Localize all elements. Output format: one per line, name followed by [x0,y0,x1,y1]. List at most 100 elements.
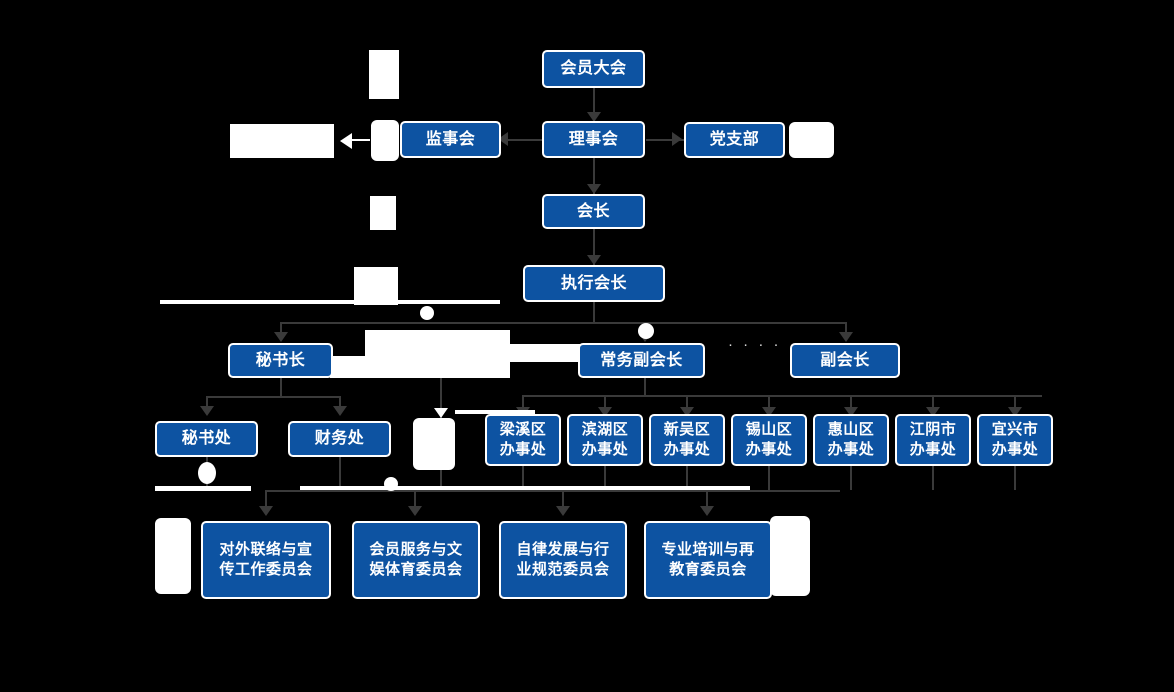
arrow-n7-n10 [200,406,214,416]
arrow-bus-n13 [598,407,612,417]
arrow-n1-n3 [587,112,601,122]
blank-placeholder-level5-a [365,330,510,356]
bus-districts [522,395,1042,397]
bus-level5 [280,322,846,324]
arrow-n2-blank-left [340,133,352,149]
connector-districts-down-f [932,466,934,490]
drop-n15 [768,395,770,414]
blank-placeholder-strip-level6c [455,410,535,414]
node-executive-chairman[interactable]: 执行会长 [523,265,665,302]
drop-n10 [206,396,208,412]
node-committee-training-education[interactable]: 专业培训与再 教育委员会 [644,521,772,599]
arrow-bus-n18 [1008,407,1022,417]
blank-placeholder-right-of-dangzhibu [789,122,834,158]
node-council[interactable]: 理事会 [542,121,645,158]
connector-n8-bus [644,377,646,396]
arrow-n7-n11 [333,406,347,416]
connector-districts-down-e [850,466,852,490]
blank-placeholder-row2-left [230,124,334,158]
arrow-bus-n7 [274,332,288,342]
connector-n11-down [339,456,341,490]
connector-districts-down-b [604,466,606,490]
drop-n20 [414,490,416,512]
arrow-bus-n22 [700,506,714,516]
connector-n3-n2 [500,139,542,141]
connector-districts-down-g [1014,466,1016,490]
blank-placeholder-strip-level6 [155,486,251,491]
arrow-bus-n14 [680,407,694,417]
node-committee-member-services[interactable]: 会员服务与文 娱体育委员会 [352,521,480,599]
arrow-blank-level6-left [434,408,448,418]
drop-n16 [850,395,852,414]
connector-n5-n6 [593,229,595,266]
arrow-bus-n20 [408,506,422,516]
arrow-bus-n17 [926,407,940,417]
blank-placeholder-level5-c [508,344,584,362]
blank-dot-level5b [638,323,654,339]
drop-n12 [522,395,524,414]
drop-n9 [845,322,847,340]
connector-n3-n4 [646,139,688,141]
connector-districts-down-d [768,466,770,490]
blank-placeholder-left-of-jianshihui [371,120,399,161]
blank-dot-level5 [420,306,434,320]
connector-n7-bus [280,377,282,397]
connector-n3-n5 [593,157,595,195]
drop-n22 [706,490,708,512]
drop-n14 [686,395,688,414]
blank-placeholder-top-left [369,50,399,99]
connector-n2-blank-left [350,139,370,141]
node-member-assembly[interactable]: 会员大会 [542,50,645,88]
connector-districts-down [522,466,524,490]
blank-placeholder-level6-left [413,418,455,470]
node-office-yixing[interactable]: 宜兴市 办事处 [977,414,1053,466]
node-office-xinwu[interactable]: 新吴区 办事处 [649,414,725,466]
drop-n21 [562,490,564,512]
node-office-binhu[interactable]: 滨湖区 办事处 [567,414,643,466]
drop-n7 [280,322,282,340]
node-office-xishan[interactable]: 锡山区 办事处 [731,414,807,466]
drop-n19 [265,490,267,512]
arrow-n3-n4 [672,132,682,146]
node-executive-vice-chairman[interactable]: 常务副会长 [578,343,705,378]
blank-placeholder-bottom-right [770,516,810,596]
blank-placeholder-level5-b [330,356,510,378]
node-vice-chairman[interactable]: 副会长 [790,343,900,378]
arrow-bus-n9 [839,332,853,342]
blank-placeholder-mid-left-small [370,196,396,230]
node-party-branch[interactable]: 党支部 [684,122,785,158]
connector-n6-bus [593,301,595,323]
drop-n18 [1014,395,1016,414]
arrow-bus-n16 [844,407,858,417]
bus-n7-children [206,396,340,398]
arrow-n5-n6 [587,255,601,265]
blank-dot-level6 [384,477,398,491]
connector-districts-down-c [686,466,688,490]
blank-placeholder-bottom-left [155,518,191,594]
bus-committees [265,490,840,492]
arrow-bus-n15 [762,407,776,417]
node-office-jiangyin[interactable]: 江阴市 办事处 [895,414,971,466]
blank-dot-mishuchu [198,462,216,484]
node-supervisory-board[interactable]: 监事会 [400,121,501,158]
drop-n13 [604,395,606,414]
connector-n1-n3 [593,88,595,122]
node-finance-office[interactable]: 财务处 [288,421,391,457]
blank-placeholder-strip-level6b [300,486,750,490]
drop-n17 [932,395,934,414]
node-committee-external-publicity[interactable]: 对外联络与宣 传工作委员会 [201,521,331,599]
arrow-n3-n2 [498,132,508,146]
node-committee-self-discipline[interactable]: 自律发展与行 业规范委员会 [499,521,627,599]
arrow-n3-n5 [587,184,601,194]
ellipsis-between-vicechairs: · · · · [728,336,782,353]
node-secretariat[interactable]: 秘书处 [155,421,258,457]
node-office-liangxi[interactable]: 梁溪区 办事处 [485,414,561,466]
drop-n11 [339,396,341,412]
arrow-bus-n19 [259,506,273,516]
arrow-bus-n21 [556,506,570,516]
node-secretary-general[interactable]: 秘书长 [228,343,333,378]
node-chairman[interactable]: 会长 [542,194,645,229]
blank-placeholder-strip-level5 [160,300,500,304]
node-office-huishan[interactable]: 惠山区 办事处 [813,414,889,466]
